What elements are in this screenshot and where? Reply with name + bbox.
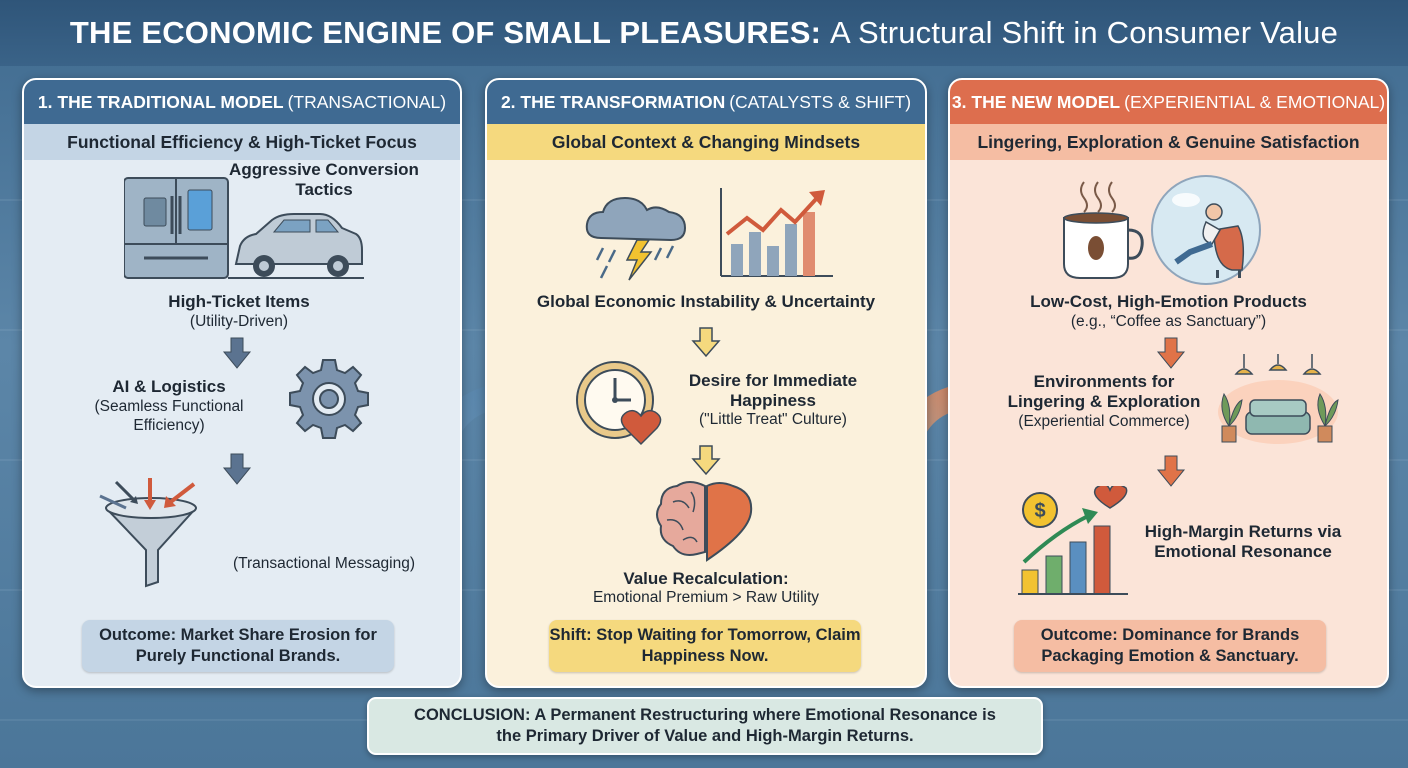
funnel-icon: [99, 478, 197, 588]
new-model-step2-title: Environments for Lingering & Exploration: [1007, 372, 1201, 411]
panel-new-model-title-paren: (EXPERIENTIAL & EMOTIONAL): [1124, 91, 1386, 112]
new-model-step1-title: Low-Cost, High-Emotion Products: [1030, 292, 1307, 311]
refrigerator-car-icon: [124, 177, 364, 279]
gear-icon: [289, 359, 369, 439]
conclusion-box: CONCLUSION: A Permanent Restructuring wh…: [367, 697, 1043, 755]
page-title-rest: A Structural Shift in Consumer Value: [830, 15, 1339, 50]
traditional-step3-title: Aggressive Conversion Tactics: [229, 160, 419, 199]
page-title: THE ECONOMIC ENGINE OF SMALL PLEASURES: …: [0, 0, 1408, 66]
panel-traditional-title: 1. THE TRADITIONAL MODEL(TRANSACTIONAL): [24, 80, 460, 124]
panel-transformation-title: 2. THE TRANSFORMATION(CATALYSTS & SHIFT): [487, 80, 925, 124]
transformation-step1-title: Global Economic Instability & Uncertaint…: [536, 292, 876, 311]
panel-new-model: 3. THE NEW MODEL(EXPERIENTIAL & EMOTIONA…: [948, 78, 1389, 688]
panel-traditional-title-paren: (TRANSACTIONAL): [287, 91, 447, 112]
panel-traditional-title-bold: 1. THE TRADITIONAL MODEL: [37, 91, 284, 112]
down-arrow-icon: [222, 453, 252, 485]
traditional-outcome: Outcome: Market Share Erosion for Purely…: [82, 620, 394, 672]
transformation-step3-note: Emotional Premium > Raw Utility: [592, 589, 820, 606]
panel-transformation: 2. THE TRANSFORMATION(CATALYSTS & SHIFT)…: [485, 78, 927, 688]
traditional-step1-title: High-Ticket Items: [168, 292, 310, 311]
down-arrow-icon: [1156, 455, 1186, 487]
transformation-step2-title: Desire for Immediate Happiness: [688, 371, 858, 410]
down-arrow-icon: [691, 445, 721, 476]
panel-traditional-subtitle: Functional Efficiency & High-Ticket Focu…: [24, 124, 460, 160]
storm-cloud-icon: [585, 196, 687, 281]
down-arrow-icon: [1156, 337, 1186, 369]
relaxing-bubble-icon: [1151, 175, 1261, 285]
coffee-cup-icon: [1063, 181, 1144, 279]
svg-text:$: $: [1034, 500, 1045, 522]
panel-traditional-model: 1. THE TRADITIONAL MODEL(TRANSACTIONAL) …: [22, 78, 462, 688]
growth-chart-icon: $: [1018, 486, 1128, 595]
conclusion-line2: the Primary Driver of Value and High-Mar…: [496, 727, 914, 745]
panel-new-model-title-bold: 3. THE NEW MODEL: [951, 91, 1121, 112]
traditional-step1-note: (Utility-Driven): [189, 313, 289, 330]
volatile-chart-icon: [720, 188, 833, 277]
panel-transformation-title-bold: 2. THE TRANSFORMATION: [500, 91, 726, 112]
page-title-bold: THE ECONOMIC ENGINE OF SMALL PLEASURES:: [69, 15, 822, 50]
new-model-step3-title: High-Margin Returns via Emotional Resona…: [1144, 522, 1342, 561]
panel-new-model-subtitle: Lingering, Exploration & Genuine Satisfa…: [950, 124, 1387, 160]
down-arrow-icon: [222, 337, 252, 369]
brain-heart-icon: [656, 481, 753, 562]
traditional-step2-title: AI & Logistics: [112, 377, 226, 396]
new-model-step2-note: (Experiential Commerce): [1018, 413, 1190, 430]
down-arrow-icon: [691, 327, 721, 358]
conclusion-line1: CONCLUSION: A Permanent Restructuring wh…: [414, 706, 996, 724]
transformation-step2-note: ("Little Treat" Culture): [699, 411, 847, 428]
panel-new-model-title: 3. THE NEW MODEL(EXPERIENTIAL & EMOTIONA…: [950, 80, 1387, 124]
panel-transformation-title-paren: (CATALYSTS & SHIFT): [729, 91, 912, 112]
panel-transformation-subtitle: Global Context & Changing Mindsets: [487, 124, 925, 160]
transformation-step3-title: Value Recalculation:: [623, 569, 789, 588]
clock-heart-icon: [576, 361, 662, 446]
transformation-outcome: Shift: Stop Waiting for Tomorrow, Claim …: [549, 620, 861, 672]
traditional-step3-note: (Transactional Messaging): [232, 555, 416, 572]
new-model-step1-note: (e.g., “Coffee as Sanctuary”): [1070, 313, 1267, 330]
lounge-icon: [1218, 354, 1339, 444]
new-model-outcome: Outcome: Dominance for Brands Packaging …: [1014, 620, 1326, 672]
traditional-step2-note: (Seamless Functional Efficiency): [94, 398, 244, 434]
